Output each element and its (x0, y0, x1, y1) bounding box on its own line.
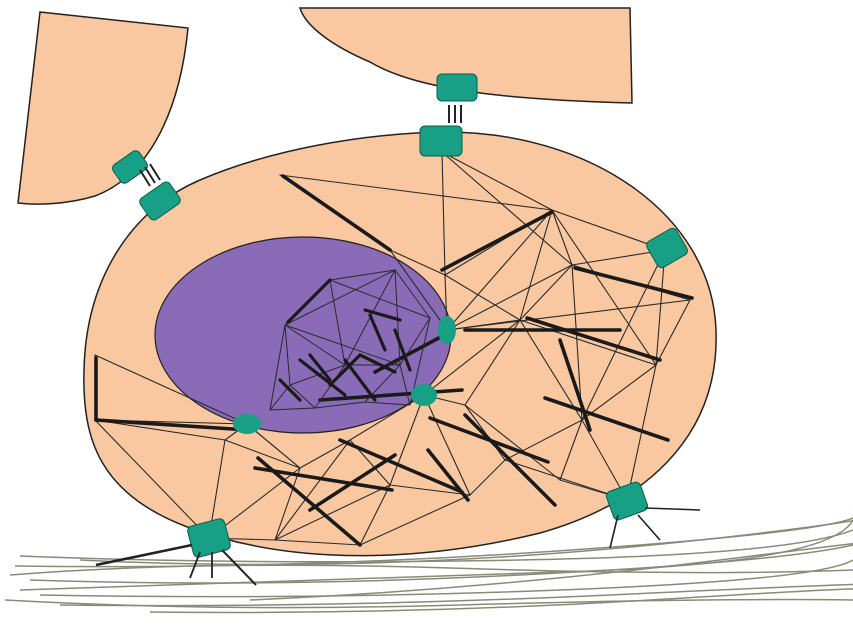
nuclear-anchor-bottom-right (411, 384, 437, 406)
junction-top-inner-plaque (420, 126, 462, 156)
adhesion-bottom-right-leg-3 (645, 508, 700, 510)
adhesion-bottom-right (605, 481, 700, 548)
nuclear-anchor-right (438, 316, 456, 344)
nucleus (155, 237, 451, 433)
ecm-fiber-10 (5, 600, 853, 608)
adhesion-bottom-left-leg-3 (222, 550, 256, 585)
adhesion-bottom-right-leg-1 (610, 515, 618, 548)
adhesion-bottom-right-leg-2 (638, 515, 660, 540)
junction-top-outer-plaque (437, 74, 477, 101)
neighbor-cell-left (18, 12, 188, 204)
nuclear-anchor-bottom-left (233, 414, 261, 434)
